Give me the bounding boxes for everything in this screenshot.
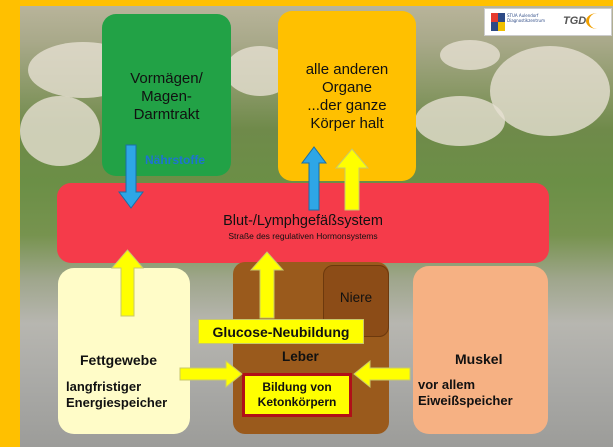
stua-logo-text: STUA Aulendorf Diagnostikzentrum [507, 13, 545, 23]
organs-line-2: Organe [321, 79, 373, 96]
ketone-line-1: Bildung von [262, 380, 332, 394]
sheep-2 [20, 96, 100, 166]
fat-desc-line-2: Energiespeicher [66, 395, 168, 410]
fat-to-ketone-arrow [179, 359, 243, 389]
tgd-logo-text: TGD [563, 15, 587, 27]
ketone-body-formation-box: Bildung von Ketonkörpern [242, 373, 352, 417]
blood-lymph-system-box: Blut-/Lymphgefäßsystem Straße des regula… [57, 183, 549, 263]
liver-to-blood-arrow [249, 251, 285, 319]
fat-to-blood-arrow [110, 249, 145, 317]
blood-subtitle: Straße des regulativen Hormonsystems [228, 231, 378, 241]
muscle-desc-line-1: vor allem [418, 377, 476, 392]
blood-to-organs-yellow-arrow [334, 148, 370, 211]
rumen-box: Vormägen/ Magen- Darmtrakt [102, 14, 231, 176]
rumen-line-2: Magen- [141, 88, 192, 105]
muscle-to-ketone-arrow [353, 359, 411, 389]
fat-title: Fettgewebe [80, 352, 158, 368]
kidney-title: Niere [339, 290, 373, 305]
rumen-line-1: Vormägen/ [130, 70, 203, 87]
sheep-4 [415, 96, 505, 146]
ketone-line-2: Ketonkörpern [257, 395, 337, 409]
sheep-5 [490, 46, 610, 136]
rumen-line-3: Darmtrakt [133, 106, 200, 123]
blood-to-organs-blue-arrow [301, 146, 327, 211]
organs-line-3: ...der ganze [307, 97, 387, 114]
muscle-description: vor allem Eiweißspeicher [418, 377, 513, 409]
organs-box: alle anderen Organe ...der ganze Körper … [278, 11, 416, 181]
blood-title: Blut-/Lymphgefäßsystem [223, 213, 383, 229]
logo-strip: STUA Aulendorf Diagnostikzentrum TGD [484, 8, 612, 36]
organs-line-1: alle anderen [305, 61, 389, 78]
muscle-title: Muskel [455, 351, 503, 367]
nutrients-label: Nährstoffe [145, 153, 206, 167]
tgd-swoosh-icon [586, 13, 609, 29]
nutrient-arrow-down [118, 144, 144, 209]
sheep-6 [440, 40, 500, 70]
organs-line-4: Körper halt [310, 115, 384, 132]
stua-logo-icon [491, 13, 505, 31]
liver-title: Leber [282, 349, 319, 364]
fat-description: langfristiger Energiespeicher [66, 379, 167, 411]
muscle-box: Muskel vor allem Eiweißspeicher [413, 266, 548, 434]
gluconeogenesis-label: Glucose-Neubildung [198, 319, 364, 344]
muscle-desc-line-2: Eiweißspeicher [418, 393, 513, 408]
fat-desc-line-1: langfristiger [66, 379, 142, 394]
